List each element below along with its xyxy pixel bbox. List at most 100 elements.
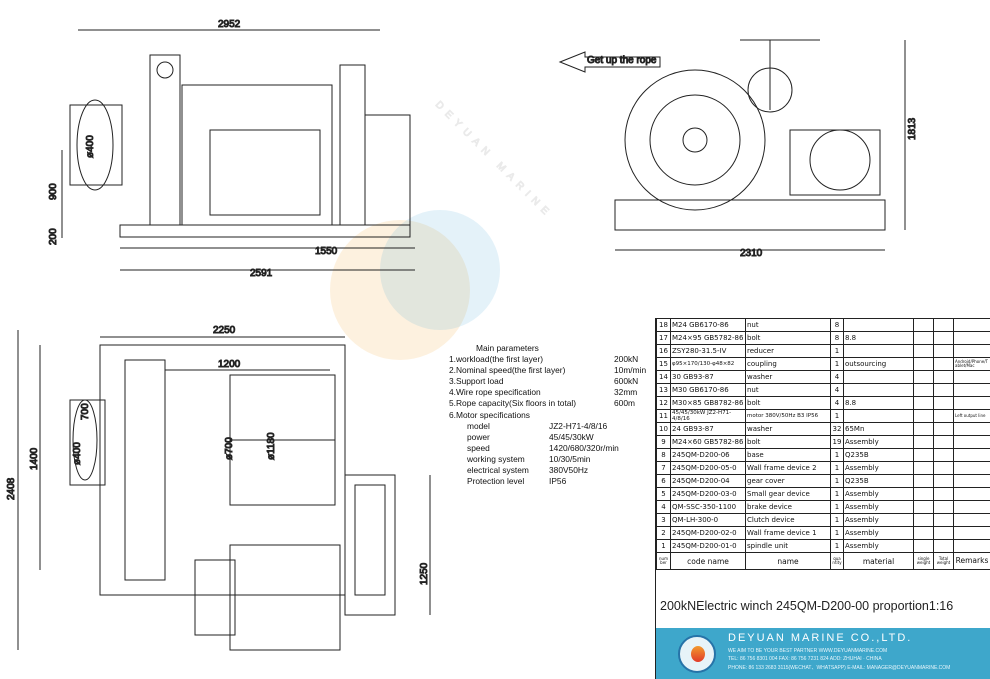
svg-text:2952: 2952 (218, 19, 241, 30)
part-code: M30 GB6170-86 (670, 383, 746, 397)
header-number: number (656, 552, 671, 570)
motor-spec-label: working system (467, 453, 525, 464)
part-name: bolt (745, 331, 831, 345)
part-material (843, 344, 914, 358)
part-remarks: Left output line (953, 409, 990, 423)
header-total-weight: Total weight (933, 552, 954, 570)
part-material: Assembly (843, 461, 914, 475)
part-single-weight (913, 344, 934, 358)
part-qty: 1 (830, 539, 844, 553)
part-remarks (953, 422, 990, 436)
part-single-weight (913, 487, 934, 501)
part-remarks (953, 487, 990, 501)
part-code: 45/45/30kW JZ2-H71-4/8/16 (670, 409, 746, 423)
part-code: 245QM-D200-03-0 (670, 487, 746, 501)
svg-text:1200: 1200 (218, 359, 241, 370)
part-code: M24 GB6170-86 (670, 318, 746, 332)
svg-text:ø400: ø400 (72, 442, 83, 465)
part-name: washer (745, 422, 831, 436)
part-remarks (953, 396, 990, 410)
part-name: base (745, 448, 831, 462)
part-remarks (953, 500, 990, 514)
part-material: 8.8 (843, 396, 914, 410)
part-total-weight (933, 370, 954, 384)
part-qty: 1 (830, 448, 844, 462)
part-name: Wall frame device 1 (745, 526, 831, 540)
part-total-weight (933, 318, 954, 332)
part-single-weight (913, 539, 934, 553)
company-logo-icon (678, 635, 716, 673)
part-code: 245QM-D200-04 (670, 474, 746, 488)
watermark: DEYUAN MARINE (330, 99, 555, 360)
part-code: QM-SSC-350-1100 (670, 500, 746, 514)
part-remarks (953, 435, 990, 449)
part-number: 18 (656, 318, 671, 332)
part-material (843, 318, 914, 332)
part-remarks (953, 513, 990, 527)
part-name: bolt (745, 435, 831, 449)
part-number: 10 (656, 422, 671, 436)
svg-text:700: 700 (80, 403, 91, 420)
part-material (843, 370, 914, 384)
part-name: coupling (745, 357, 831, 371)
part-single-weight (913, 370, 934, 384)
motor-spec-value: 10/30/5min (549, 453, 591, 464)
parts-header: number code name name quantity material … (656, 552, 990, 570)
part-name: Small gear device (745, 487, 831, 501)
header-qty: quantity (830, 552, 844, 570)
part-material: 8.8 (843, 331, 914, 345)
part-qty: 4 (830, 383, 844, 397)
parameters-title: Main parameters (476, 343, 539, 353)
part-name: Clutch device (745, 513, 831, 527)
footer-line: WE AIM TO BE YOUR BEST PARTNER WWW.DEYUA… (728, 648, 888, 654)
parameter-value: 10m/min (614, 365, 647, 376)
part-material: Q235B (843, 474, 914, 488)
motor-spec-value: 380V50Hz (549, 465, 589, 476)
part-code: ZSY280-31.5-IV (670, 344, 746, 358)
part-name: reducer (745, 344, 831, 358)
part-material: 65Mn (843, 422, 914, 436)
part-single-weight (913, 474, 934, 488)
header-name: name (745, 552, 831, 570)
side-view: 2952 1550 2591 900 200 ø400 (48, 19, 415, 280)
part-single-weight (913, 422, 934, 436)
header-single-weight: single weight (913, 552, 934, 570)
motor-spec-value: IP56 (549, 476, 567, 487)
part-number: 11 (656, 409, 671, 423)
part-code: M24×95 GB5782-86 (670, 331, 746, 345)
parameter-label: 2.Nominal speed(the first layer) (449, 365, 566, 376)
part-single-weight (913, 318, 934, 332)
part-qty: 8 (830, 331, 844, 345)
part-total-weight (933, 448, 954, 462)
part-remarks (953, 474, 990, 488)
part-number: 1 (656, 539, 671, 553)
part-number: 6 (656, 474, 671, 488)
parameter-row: 6.Motor specifications (449, 410, 646, 421)
footer-line: TEL: 86 756 8301 004 FAX: 86 756 7231 82… (728, 656, 882, 662)
motor-spec-value: 45/45/30kW (549, 431, 594, 442)
part-single-weight (913, 461, 934, 475)
parameter-label: 6.Motor specifications (449, 409, 530, 420)
part-qty: 1 (830, 487, 844, 501)
part-code: 30 GB93-87 (670, 370, 746, 384)
part-number: 5 (656, 487, 671, 501)
part-qty: 1 (830, 474, 844, 488)
part-total-weight (933, 357, 954, 371)
part-material: Assembly (843, 500, 914, 514)
header-code: code name (670, 552, 746, 570)
part-total-weight (933, 526, 954, 540)
part-remarks (953, 370, 990, 384)
svg-text:ø1180: ø1180 (266, 432, 277, 460)
svg-text:1250: 1250 (419, 562, 430, 585)
